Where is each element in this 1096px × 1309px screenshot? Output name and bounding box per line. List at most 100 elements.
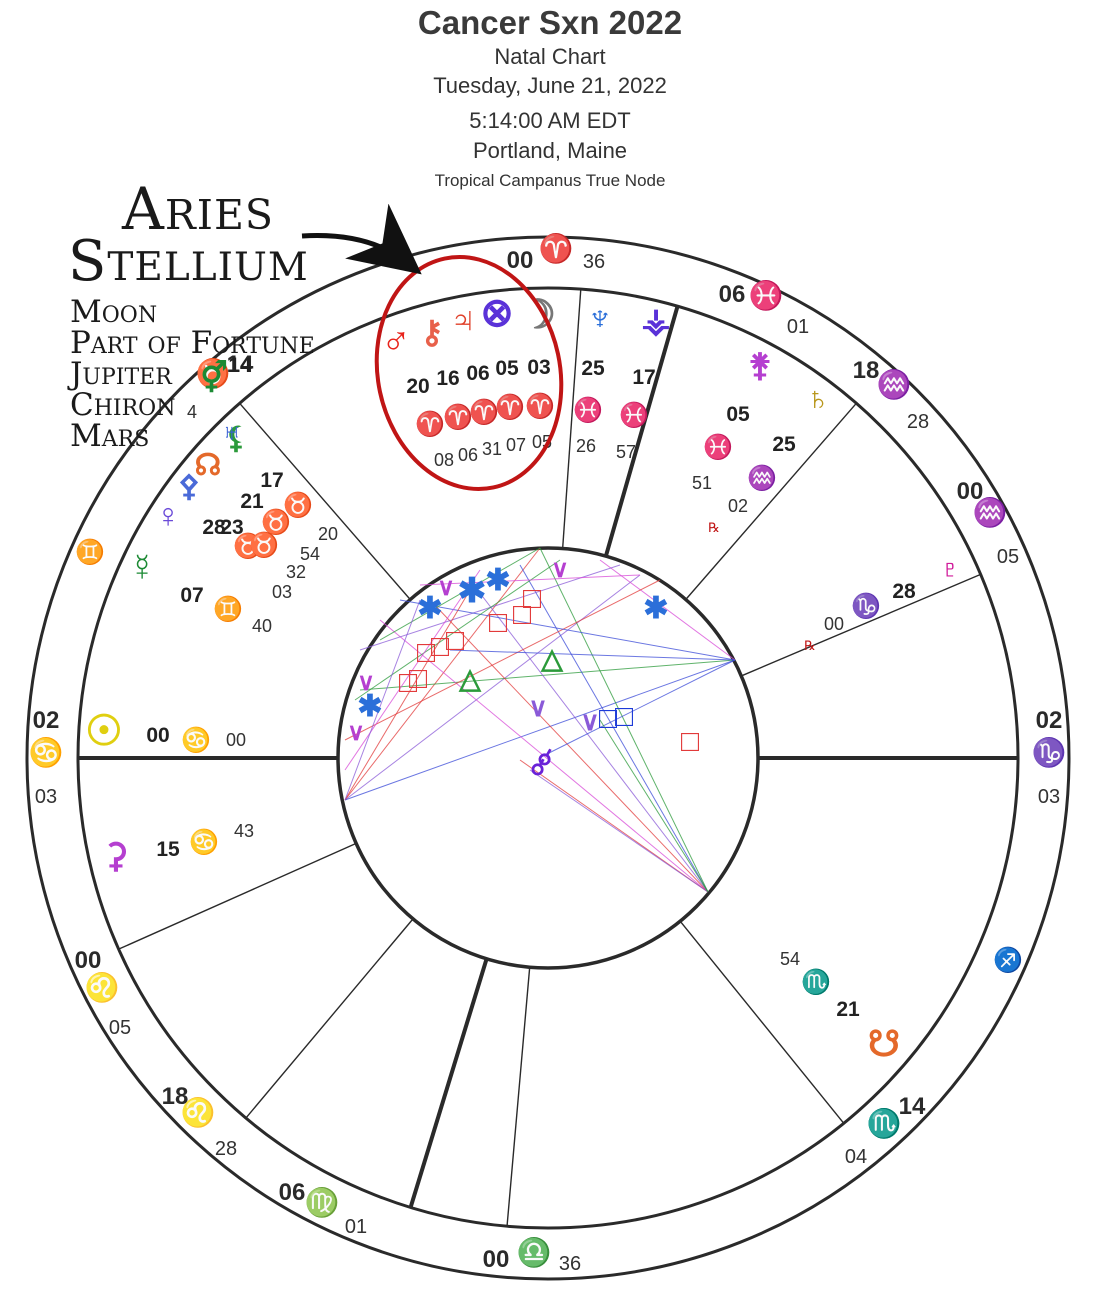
square-icon: □ xyxy=(599,702,618,735)
semisextile-icon: ∨ xyxy=(357,669,375,696)
aspect-line xyxy=(519,564,709,893)
uranus-icon: ♅ xyxy=(221,416,244,449)
pisces-icon: ♓ xyxy=(749,279,784,312)
semisextile-icon: ∨ xyxy=(528,692,547,722)
outer-ring xyxy=(25,235,1071,1281)
aspect-line xyxy=(539,547,709,893)
cusp-7-degree: 02 xyxy=(1036,707,1063,734)
planet-juno-degree: 05 xyxy=(726,403,750,426)
aspect-line xyxy=(399,599,736,661)
planet-vesta-degree: 17 xyxy=(632,366,655,389)
venus-icon: ♀ xyxy=(155,497,181,535)
leo-icon: ♌ xyxy=(181,1096,216,1129)
chart-settings: Tropical Campanus True Node xyxy=(434,171,666,190)
taurus-icon: ♉ xyxy=(196,357,231,390)
conjunction-icon: ☌ xyxy=(538,745,553,770)
square-icon: □ xyxy=(523,582,542,615)
semisextile-icon: ∨ xyxy=(347,719,365,746)
stellium-highlight-circle xyxy=(374,255,564,491)
planet-mars-sign: ♈ xyxy=(415,410,445,438)
lilith-icon: ⚸ xyxy=(225,422,247,455)
sextile-icon: ✱ xyxy=(643,592,668,625)
planet-north-node-sign: ♉ xyxy=(283,491,313,519)
square-icon: □ xyxy=(409,662,428,695)
planet-venus-degree: 28 xyxy=(202,516,226,539)
planet-jupiter-sign: ♈ xyxy=(469,398,499,426)
capricorn-icon: ♑ xyxy=(1032,736,1067,769)
planet-neptune-minutes: 26 xyxy=(576,436,596,456)
aspect-line xyxy=(599,719,709,893)
house-cusp-line-9 xyxy=(685,402,857,600)
chart-time: 5:14:00 AM EDT xyxy=(469,108,631,133)
chart-type: Natal Chart xyxy=(494,44,606,69)
gemini-icon: ♊ xyxy=(75,538,105,566)
stellium-item-part-of-fortune: Part of Fortune xyxy=(70,325,315,361)
aquarius-icon: ♒ xyxy=(877,368,912,401)
square-icon: □ xyxy=(615,700,634,733)
neptune-icon: ♆ xyxy=(586,297,615,339)
planet-chiron-sign: ♈ xyxy=(443,403,473,431)
trine-icon: △ xyxy=(540,643,564,674)
planet-mercury-sign: ♊ xyxy=(213,595,243,623)
semisextile-icon: ∨ xyxy=(580,706,599,736)
aries-icon: ♈ xyxy=(539,232,574,265)
pluto-icon: ♇ xyxy=(937,550,963,588)
aspect-line xyxy=(344,579,661,741)
aspect-line xyxy=(344,574,641,801)
planet-chiron-degree: 16 xyxy=(436,367,459,390)
house-cusp-line-3 xyxy=(245,918,414,1119)
aspect-line xyxy=(379,619,709,893)
chart-location: Portland, Maine xyxy=(472,138,628,163)
aspect-line xyxy=(529,769,709,893)
planet-sun-minutes: 00 xyxy=(226,730,246,750)
planet-jupiter-minutes: 31 xyxy=(482,439,502,459)
stellium-item-moon: Moon xyxy=(70,294,158,330)
trine-icon: △ xyxy=(458,663,482,694)
part-of-fortune-icon: ⊗ xyxy=(480,291,514,335)
square-icon: □ xyxy=(489,606,508,639)
conjunction-icon: ☌ xyxy=(531,755,546,780)
planet-saturn-minutes: 02 xyxy=(728,496,748,516)
aspect-line xyxy=(354,559,561,701)
planet-pluto-sign: ♑ xyxy=(851,592,881,620)
aspect-line xyxy=(344,569,481,771)
house-cusp-line-6 xyxy=(679,920,845,1124)
stellium-arrow xyxy=(301,203,422,275)
mercury-icon: ☿ xyxy=(128,547,157,589)
house-cusp-line-11 xyxy=(561,289,582,549)
cusp-3-minutes: 28 xyxy=(215,1138,237,1160)
aspect-line xyxy=(469,579,709,893)
sextile-icon: ✱ xyxy=(357,690,382,723)
cusp-5-minutes: 36 xyxy=(559,1253,581,1275)
retrograde-icon: ℞ xyxy=(804,638,816,653)
aspect-line xyxy=(344,599,421,801)
planet-part-of-fortune-degree: 05 xyxy=(495,357,519,380)
cusp-8-minutes: 05 xyxy=(997,546,1019,568)
planet-vesta-minutes: 57 xyxy=(616,442,636,462)
stellium-item-mars: Mars xyxy=(70,418,150,454)
planet-moon-sign: ♈ xyxy=(525,392,555,420)
planet-juno-minutes: 51 xyxy=(692,473,712,493)
square-icon: □ xyxy=(399,666,418,699)
planet-sun-degree: 00 xyxy=(146,724,169,747)
south-node-icon: ☋ xyxy=(868,1023,900,1064)
cusp-2-degree: 00 xyxy=(75,947,102,974)
planet-pallas-sign: ♉ xyxy=(249,531,279,559)
cusp-5-degree: 00 xyxy=(483,1246,510,1273)
planet-south-node-minutes: 54 xyxy=(780,949,800,969)
sagittarius-icon: ♐ xyxy=(993,946,1023,974)
planet-ceres-degree: 15 xyxy=(156,838,180,861)
planet-south-node-degree: 21 xyxy=(836,998,860,1021)
planet-neptune-degree: 25 xyxy=(581,357,605,380)
planet-ceres-minutes: 43 xyxy=(234,821,254,841)
cusp-1-degree: 02 xyxy=(33,707,60,734)
stellium-item-chiron: Chiron xyxy=(70,387,176,423)
aspect-line xyxy=(429,599,709,893)
stellium-title-line2: Stellium xyxy=(68,229,309,294)
square-icon: □ xyxy=(681,725,700,758)
chiron-icon: ⚷ xyxy=(420,314,443,350)
planet-sun-sign: ♋ xyxy=(181,726,211,754)
planet-lilith-minutes: 54 xyxy=(300,544,320,564)
planet-ceres-sign: ♋ xyxy=(189,828,219,856)
